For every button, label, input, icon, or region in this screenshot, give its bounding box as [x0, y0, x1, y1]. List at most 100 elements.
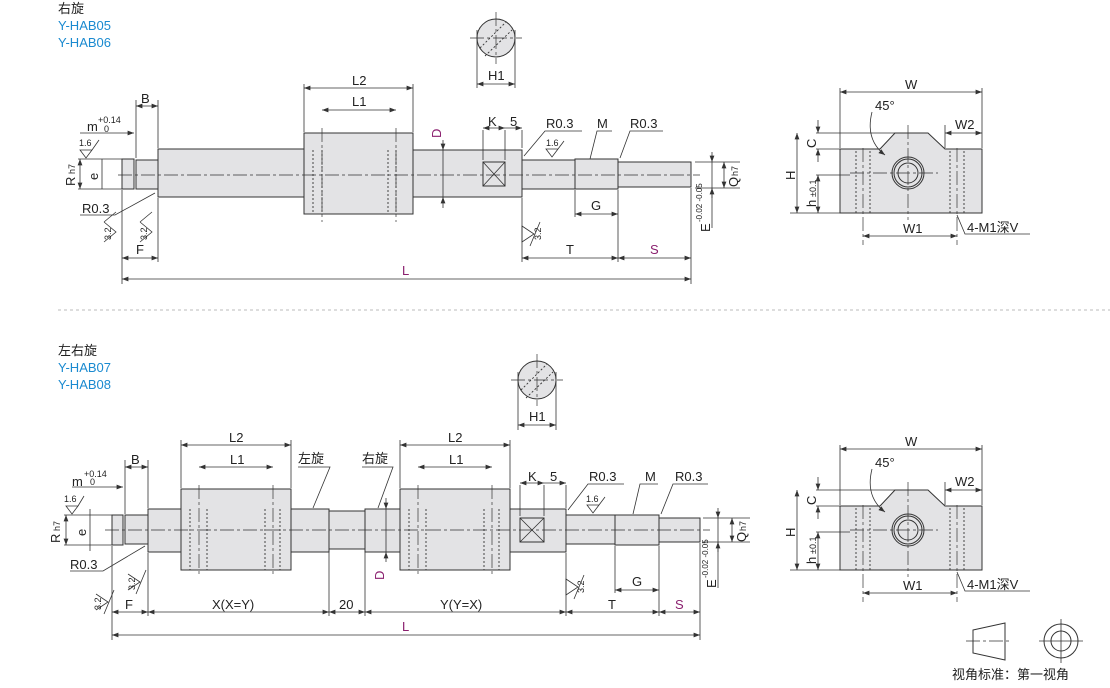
dim-h-small-label: h [804, 557, 819, 564]
right-hand-thread-label: 右旋 [362, 451, 388, 466]
model-code: Y-HAB07 [58, 360, 111, 375]
dim-q-tol: h7 [738, 521, 748, 531]
dim-w-label: W [905, 434, 918, 449]
bottom-dimensions: L2 L1 L2 L1 左旋 右旋 B m +0.14 0 1.6 R h7 e… [48, 430, 750, 640]
dim-l1-label: L1 [352, 94, 366, 109]
dim-h-small-label: h [804, 200, 819, 207]
roughness-label: 3.2 [533, 227, 543, 240]
side-view-bottom: W 45° W2 C H h ±0.1 W1 4-M1深V [783, 434, 1030, 603]
roughness-label: 3.2 [103, 227, 113, 240]
dim-m-tol-upper: +0.14 [98, 115, 121, 125]
roughness-label: 1.6 [79, 138, 92, 148]
dim-r-label: R [48, 534, 63, 543]
dim-y-label: Y(Y=X) [440, 597, 482, 612]
dim-m-tol-lower: 0 [104, 124, 109, 134]
radius-label: R0.3 [630, 116, 657, 131]
dim-e-tol: -0.02 -0.05 [701, 539, 710, 578]
first-angle-projection-symbol: 视角标准：第一视角 [952, 619, 1083, 682]
dim-b-label: B [141, 91, 150, 106]
dim-r-tol: h7 [67, 164, 77, 174]
dim-f-label: F [136, 242, 144, 257]
dim-l2-label: L2 [448, 430, 462, 445]
section-title: 左右旋 [58, 343, 97, 358]
roughness-label: 3.2 [139, 227, 149, 240]
dim-m-tol-lower: 0 [90, 477, 95, 487]
dim-h1-label: H1 [488, 68, 505, 83]
side-view-top: W 45° W2 C H h ±0.1 W1 4-M1深V [783, 77, 1030, 246]
roughness-label: 1.6 [586, 494, 599, 504]
dim-e-shaft-label: E [704, 579, 719, 588]
dim-r-label: R [63, 177, 78, 186]
dim-e-shaft-label: E [698, 223, 713, 232]
dim-l-label: L [402, 619, 409, 634]
projection-note: 视角标准：第一视角 [952, 667, 1069, 682]
roughness-label: 3.2 [93, 597, 103, 610]
radius-label: R0.3 [546, 116, 573, 131]
dim-m-label: m [72, 474, 83, 489]
dim-e-label: e [74, 529, 89, 536]
dim-w2-label: W2 [955, 474, 975, 489]
bottom-section-header: 左右旋 Y-HAB07 Y-HAB08 [58, 343, 111, 392]
dim-w1-label: W1 [903, 578, 923, 593]
dim-r-tol: h7 [52, 521, 62, 531]
dim-e-label: e [86, 173, 101, 180]
dim-k-label: K [488, 114, 497, 129]
dim-e-tol: -0.02 -0.05 [695, 183, 704, 222]
angle-label: 45° [875, 98, 895, 113]
dim-w-label: W [905, 77, 918, 92]
section-title: 右旋 [58, 1, 84, 16]
dim-q-tol: h7 [730, 166, 740, 176]
dim-s-label: S [650, 242, 659, 257]
angle-label: 45° [875, 455, 895, 470]
model-code: Y-HAB06 [58, 35, 111, 50]
dim-g-label: G [591, 198, 601, 213]
dim-c-label: C [804, 139, 819, 148]
shaft-section-view-top: H1 [470, 12, 522, 88]
dim-m-label: m [87, 119, 98, 134]
dim-g-label: G [632, 574, 642, 589]
dim-f-label: F [125, 597, 133, 612]
dim-k-label: K [528, 469, 537, 484]
model-code: Y-HAB08 [58, 377, 111, 392]
dim-d-label: D [429, 129, 444, 138]
model-code: Y-HAB05 [58, 18, 111, 33]
dim-h-tol: ±0.1 [808, 180, 818, 197]
dim-l-label: L [402, 263, 409, 278]
dim-l1-label: L1 [449, 452, 463, 467]
dim-20-label: 20 [339, 597, 353, 612]
dim-t-label: T [608, 597, 616, 612]
dim-q-label: Q [734, 532, 749, 542]
roughness-label: 3.2 [576, 580, 586, 593]
dim-x-label: X(X=Y) [212, 597, 254, 612]
top-dimensions: L2 L1 B m +0.14 0 1.6 R h7 e R0.3 3.2 3.… [63, 73, 741, 284]
shaft-front-view-top [118, 128, 700, 222]
dim-5-label: 5 [510, 114, 517, 129]
radius-label: R0.3 [675, 469, 702, 484]
dim-m-thread-label: M [597, 116, 608, 131]
dim-q-label: Q [726, 177, 741, 187]
radius-label: R0.3 [70, 557, 97, 572]
dim-m-tol-upper: +0.14 [84, 469, 107, 479]
dim-d-label: D [372, 571, 387, 580]
hole-spec-label: 4-M1深V [967, 220, 1019, 235]
dim-s-label: S [675, 597, 684, 612]
dim-h-label: H [783, 528, 798, 537]
roughness-label: 1.6 [546, 138, 559, 148]
dim-h-label: H [783, 171, 798, 180]
roughness-label: 3.2 [127, 577, 137, 590]
dim-l2-label: L2 [352, 73, 366, 88]
dim-w1-label: W1 [903, 221, 923, 236]
shaft-section-view-bottom: H1 [511, 354, 563, 430]
roughness-label: 1.6 [64, 494, 77, 504]
left-hand-thread-label: 左旋 [298, 451, 324, 466]
hole-spec-label: 4-M1深V [967, 577, 1019, 592]
radius-label: R0.3 [589, 469, 616, 484]
dim-5-label: 5 [550, 469, 557, 484]
dim-b-label: B [131, 452, 140, 467]
shaft-front-view-bottom [105, 485, 710, 575]
dim-m-thread-label: M [645, 469, 656, 484]
dim-h1-label: H1 [529, 409, 546, 424]
top-section-header: 右旋 Y-HAB05 Y-HAB06 [58, 1, 111, 50]
radius-label: R0.3 [82, 201, 109, 216]
